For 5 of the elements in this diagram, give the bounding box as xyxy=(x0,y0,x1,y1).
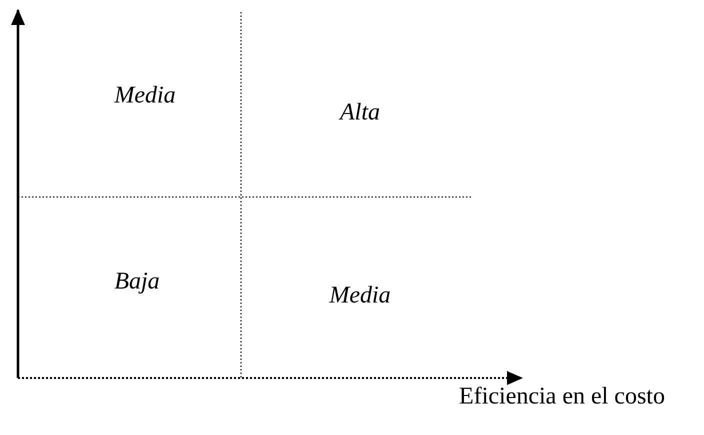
quadrant-label: Alta xyxy=(340,100,380,126)
quadrant-label: Media xyxy=(329,282,391,310)
quadrant-label: Media xyxy=(114,82,176,110)
axis-title: Eficiencia en el costo xyxy=(459,384,665,410)
quadrant-label: Baja xyxy=(114,268,160,296)
